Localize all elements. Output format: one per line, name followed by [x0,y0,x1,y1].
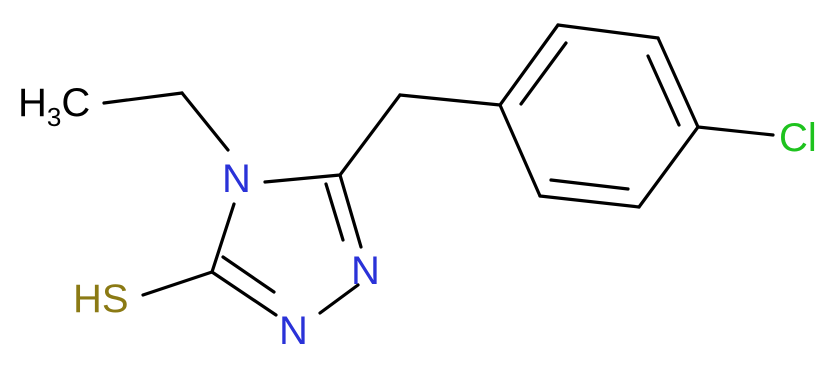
bond-ar1-ar2-inner [519,41,568,106]
bond-n1-c5 [338,173,363,249]
atom-sh: HS [73,277,129,321]
bond-ar2-ar3 [556,23,660,40]
bond-c3-s [141,270,214,297]
bond-ch2-n4 [180,91,230,152]
bond-n4-c3 [210,202,236,274]
bonds [102,23,775,317]
bond-c3-n2 [210,270,278,317]
bond-ch3-ch2 [102,91,184,105]
bond-ar4-ar5 [637,125,700,209]
bond-ar1-ar2 [498,23,560,107]
atom-n4: N [222,157,251,201]
bond-ar5-ar6-inner [549,178,630,191]
bond-ch2-ring [398,93,502,107]
atom-labels: H3C N N N HS Cl [18,81,817,353]
atom-n-left: N [279,309,308,353]
bond-ar3-ar4-inner [646,54,681,127]
bond-ar4-cl [696,125,775,137]
bond-c5-ch2 [338,93,402,177]
bond-ar6-ar1 [498,103,542,198]
bond-ar5-ar6 [538,194,641,209]
bond-n2-n1 [318,283,360,315]
bond-ar3-ar4 [656,36,700,129]
bond-c3-n2-inner [221,255,276,294]
atom-cl: Cl [779,116,817,160]
bond-c5-n4 [263,173,342,184]
atom-ch3: H3C [18,81,90,132]
atom-n-right: N [351,249,380,293]
bond-n1-c5-inner [324,182,345,242]
